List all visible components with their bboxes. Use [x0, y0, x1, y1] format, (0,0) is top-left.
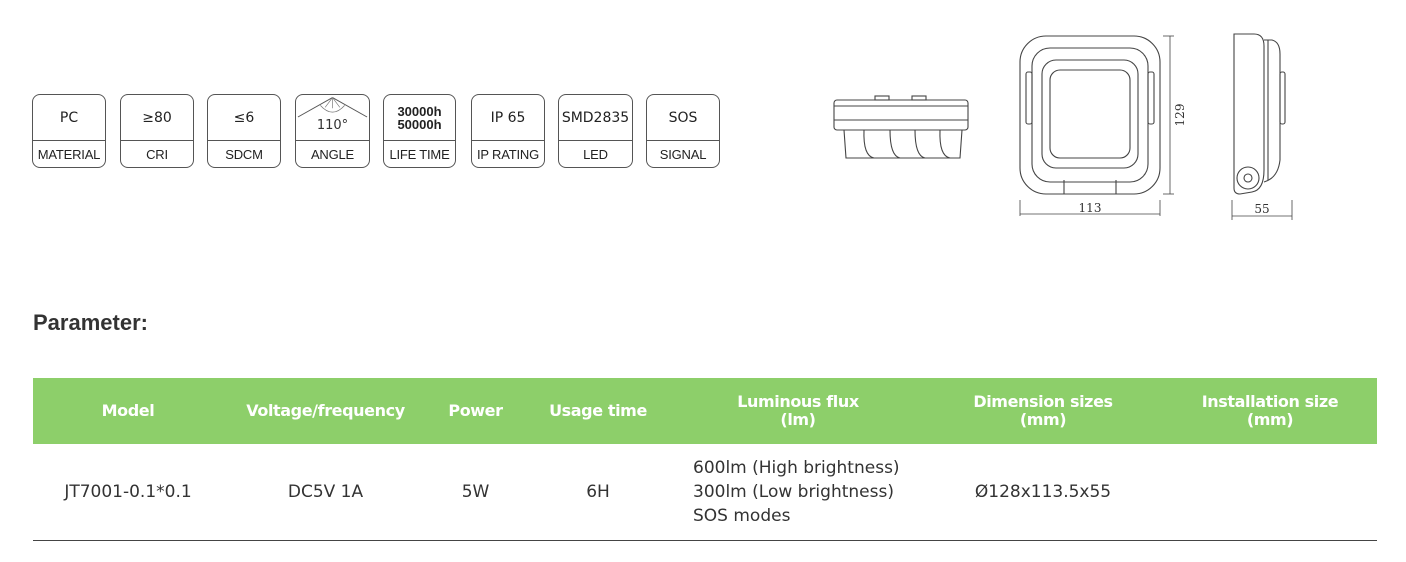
header-model: Model	[101, 401, 155, 420]
dimension-depth-label: 55	[1254, 202, 1269, 216]
table-header: Model Voltage/frequency Power Usage time…	[33, 378, 1377, 444]
side-view-drawing	[1231, 33, 1293, 220]
badge-value: ≤6	[233, 109, 255, 126]
cell-luminous-flux: 600lm (High brightness) 300lm (Low brigh…	[693, 458, 900, 526]
badge-value: IP 65	[490, 109, 526, 126]
header-voltage: Voltage/frequency	[246, 401, 405, 420]
badge-value: PC	[59, 109, 79, 126]
badge-label: LED	[583, 147, 608, 162]
cell-installation	[1163, 444, 1377, 540]
badge-value: SOS	[668, 109, 698, 126]
header-usage-time: Usage time	[549, 401, 647, 420]
header-dimension: Dimension sizes(mm)	[973, 392, 1113, 429]
cell-dimension: Ø128x113.5x55	[974, 482, 1112, 502]
top-view-drawing	[833, 95, 969, 159]
badge-label: CRI	[146, 147, 168, 162]
badge-label: LIFE TIME	[389, 147, 450, 162]
badge-cri: ≥80 CRI	[120, 94, 194, 168]
badge-label: SIGNAL	[659, 147, 707, 162]
badge-value: 110°	[316, 118, 349, 133]
badge-angle: 110° ANGLE	[295, 94, 370, 168]
badge-sdcm: ≤6 SDCM	[207, 94, 281, 168]
table-row: JT7001-0.1*0.1 DC5V 1A 5W 6H 600lm (High…	[33, 444, 1377, 541]
badge-label: IP RATING	[476, 147, 539, 162]
badge-life-time: 30000h 50000h LIFE TIME	[383, 94, 456, 168]
cell-usage-time: 6H	[586, 482, 610, 502]
badge-value: SMD2835	[561, 109, 630, 126]
section-title: Parameter:	[33, 310, 148, 335]
dimension-width-label: 113	[1079, 201, 1102, 215]
badge-value: ≥80	[142, 109, 172, 126]
badge-label: ANGLE	[310, 147, 355, 162]
cell-model: JT7001-0.1*0.1	[64, 482, 192, 502]
beam-angle-icon	[297, 97, 368, 118]
badge-material: PC MATERIAL	[32, 94, 106, 168]
badge-ip-rating: IP 65 IP RATING	[471, 94, 545, 168]
header-power: Power	[448, 401, 503, 420]
cell-power: 5W	[461, 482, 490, 502]
header-luminous-flux: Luminous flux(lm)	[737, 392, 859, 429]
parameter-table: Model Voltage/frequency Power Usage time…	[33, 378, 1377, 541]
front-view-drawing	[1019, 35, 1174, 216]
badge-led: SMD2835 LED	[558, 94, 633, 168]
dimension-height-label: 129	[1173, 104, 1187, 127]
badge-label: SDCM	[225, 147, 263, 162]
badge-value: 30000h 50000h	[397, 103, 442, 132]
product-drawings: 113 129 55	[833, 33, 1293, 220]
badge-label: MATERIAL	[37, 147, 101, 162]
header-installation: Installation size(mm)	[1201, 392, 1339, 429]
cell-voltage: DC5V 1A	[287, 482, 364, 502]
badge-signal: SOS SIGNAL	[646, 94, 720, 168]
